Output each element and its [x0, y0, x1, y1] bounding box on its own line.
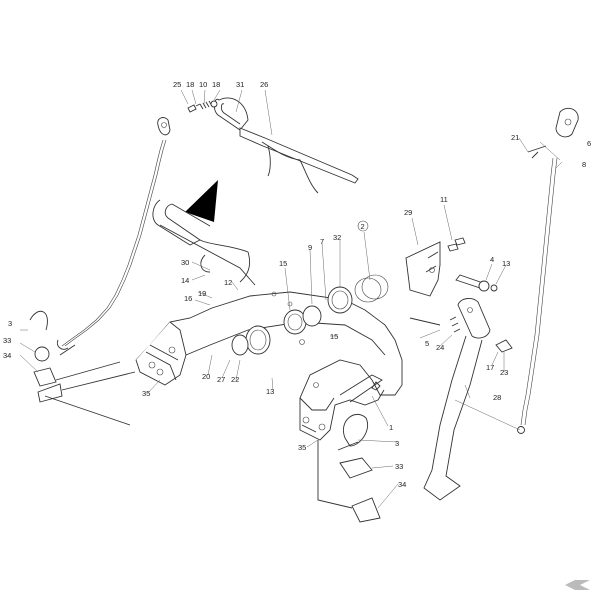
callout-31: 31	[236, 80, 244, 89]
callout-3: 3	[395, 439, 399, 448]
callout-5: 5	[425, 339, 429, 348]
lower-center-pins	[317, 413, 381, 523]
callout-28: 28	[493, 393, 501, 402]
middle-hitch-bar	[152, 199, 256, 286]
parking-stand	[409, 298, 513, 501]
callout-7: 7	[320, 237, 324, 246]
callout-9: 9	[308, 243, 312, 252]
brand-logo-icon	[565, 580, 590, 590]
callout-13: 13	[502, 259, 510, 268]
callout-34: 34	[3, 351, 11, 360]
callout-35: 35	[298, 443, 306, 452]
callout-11: 11	[440, 195, 448, 204]
callout-18: 18	[212, 80, 220, 89]
callout-32: 32	[333, 233, 341, 242]
bushings-and-rings	[231, 274, 389, 356]
callout-18: 18	[186, 80, 194, 89]
top-hitch-bar-assembly	[187, 97, 359, 194]
callout-4: 4	[490, 255, 494, 264]
callout-3: 3	[8, 319, 12, 328]
callout-25: 25	[173, 80, 181, 89]
highlighted-callout-ring	[357, 220, 369, 232]
callout-12: 12	[224, 278, 232, 287]
callout-22: 22	[231, 375, 239, 384]
callout-17: 17	[486, 363, 494, 372]
callout-2: 2	[361, 222, 365, 231]
callout-10: 10	[199, 80, 207, 89]
callout-19: 19	[198, 289, 206, 298]
right-safety-chain	[517, 107, 579, 434]
callout-15: 15	[279, 259, 287, 268]
callout-23: 23	[500, 368, 508, 377]
callout-26: 26	[260, 80, 268, 89]
callout-21: 21	[511, 133, 519, 142]
callout-14: 14	[181, 276, 189, 285]
callout-16: 16	[184, 294, 192, 303]
callout-34: 34	[398, 480, 406, 489]
callout-33: 33	[3, 336, 11, 345]
leader-lines	[19, 89, 563, 509]
callout-labels: 25 18 10 18 31 26 21 6 8 11 29 2 4 13 9 …	[3, 80, 591, 489]
callout-13: 13	[266, 387, 274, 396]
callout-6: 6	[587, 139, 591, 148]
callout-15: 15	[330, 332, 338, 341]
stand-bracket	[405, 237, 498, 297]
lower-left-pins	[29, 310, 136, 426]
main-drawbar-frame	[135, 291, 403, 441]
callout-30: 30	[181, 258, 189, 267]
triangle-pointer-icon	[185, 180, 218, 222]
callout-20: 20	[202, 372, 210, 381]
left-safety-chain	[56, 117, 171, 356]
callout-27: 27	[217, 375, 225, 384]
callout-35: 35	[142, 389, 150, 398]
callout-8: 8	[582, 160, 586, 169]
callout-33: 33	[395, 462, 403, 471]
callout-1: 1	[389, 423, 393, 432]
callout-29: 29	[404, 208, 412, 217]
callout-24: 24	[436, 343, 444, 352]
